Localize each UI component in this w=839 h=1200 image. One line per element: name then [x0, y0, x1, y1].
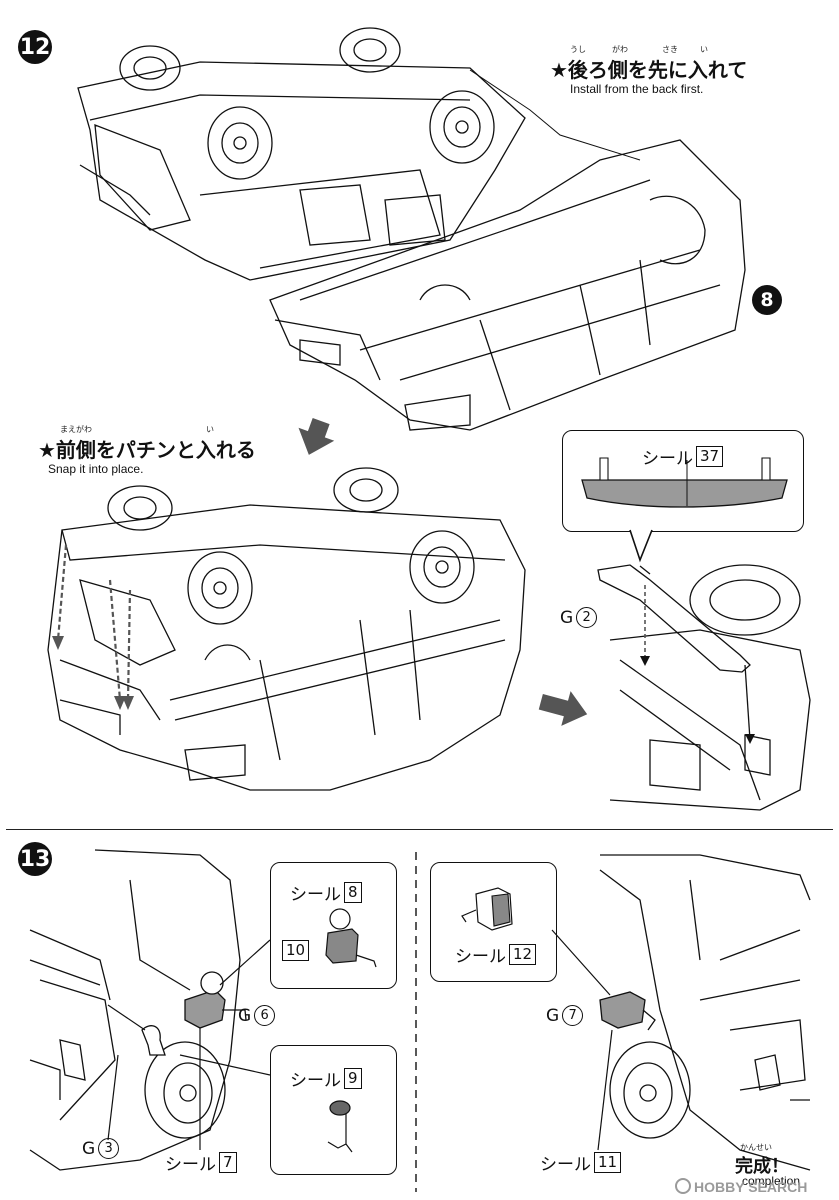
step12-bottom-drawing — [47, 467, 526, 791]
sticker-37-num: 37 — [696, 446, 724, 467]
step-12-number: 12 — [18, 30, 52, 64]
sticker-11-label: シール 11 — [540, 1150, 622, 1175]
sticker-10-num: 10 — [282, 940, 310, 961]
rear-detail-drawing — [597, 564, 811, 811]
note2-ruby-maegawa: まえがわ — [60, 425, 92, 434]
watermark-logo-icon — [675, 1178, 691, 1194]
part-g6-num: 6 — [254, 1005, 276, 1026]
sticker-12-prefix: シール — [455, 947, 506, 967]
part-g7-label: G 7 — [546, 1005, 584, 1026]
sticker-9-prefix: シール — [290, 1071, 341, 1091]
completion-en: completion — [742, 1174, 801, 1188]
mirror-part-9 — [327, 1100, 353, 1153]
sticker-8-prefix: シール — [290, 885, 341, 905]
part-g3-num: 3 — [98, 1138, 120, 1159]
sticker-12-label: シール 12 — [455, 942, 537, 967]
note2-jp: ★前側をパチンと入れる — [38, 438, 256, 462]
sticker-11-prefix: シール — [540, 1155, 591, 1175]
mirror-part-12 — [461, 887, 513, 931]
part-g6-letter: G — [238, 1005, 252, 1026]
part-g2-label: G 2 — [560, 607, 598, 628]
sticker-7-prefix: シール — [165, 1155, 216, 1175]
sticker-37-shape — [581, 457, 788, 563]
note1-ruby-gawa: がわ — [612, 45, 628, 54]
part-g3-label: G 3 — [82, 1138, 120, 1159]
part-g3-letter: G — [82, 1138, 96, 1159]
sticker-9-label: シール 9 — [290, 1066, 362, 1091]
completion-jp: 完成！ — [735, 1156, 789, 1177]
sticker-8-label: シール 8 — [290, 880, 362, 905]
note1-en: Install from the back first. — [570, 82, 704, 96]
sticker-7-num: 7 — [219, 1152, 237, 1173]
step12-top-drawing — [77, 27, 746, 431]
mirror-part-8-10 — [325, 908, 377, 968]
completion-ruby: かんせい — [740, 1143, 772, 1152]
note1-jp: ★後ろ側を先に入れて — [550, 58, 748, 82]
step13-separator — [415, 852, 417, 1192]
sticker-37-prefix: シール — [642, 449, 693, 469]
section-divider — [6, 829, 833, 830]
watermark: HOBBY SEARCH — [675, 1178, 807, 1195]
part-g2-letter: G — [560, 607, 574, 628]
note1-ruby-ushi: うし — [570, 45, 586, 54]
part-g7-num: 7 — [562, 1005, 584, 1026]
sticker-12-num: 12 — [509, 944, 537, 965]
watermark-text: HOBBY SEARCH — [694, 1179, 808, 1195]
sticker-8-num: 8 — [344, 882, 362, 903]
note2-ruby-i: い — [206, 425, 214, 434]
part-g2-num: 2 — [576, 607, 598, 628]
right-arrow-icon — [538, 691, 588, 726]
sticker-37-label: シール 37 — [642, 444, 724, 469]
part-g6-label: G 6 — [238, 1005, 276, 1026]
note1-ruby-i: い — [700, 45, 708, 54]
sticker-10-label: 10 — [282, 940, 310, 961]
note2-en: Snap it into place. — [48, 462, 144, 476]
step-13-number: 13 — [18, 842, 52, 876]
part-g7-letter: G — [546, 1005, 560, 1026]
down-arrow-icon — [298, 418, 335, 455]
ref-step-8: 8 — [752, 285, 782, 315]
note1-ruby-saki: さき — [662, 45, 678, 54]
sticker-7-label: シール 7 — [165, 1150, 237, 1175]
sticker-11-num: 11 — [594, 1152, 622, 1173]
sticker-9-num: 9 — [344, 1068, 362, 1089]
